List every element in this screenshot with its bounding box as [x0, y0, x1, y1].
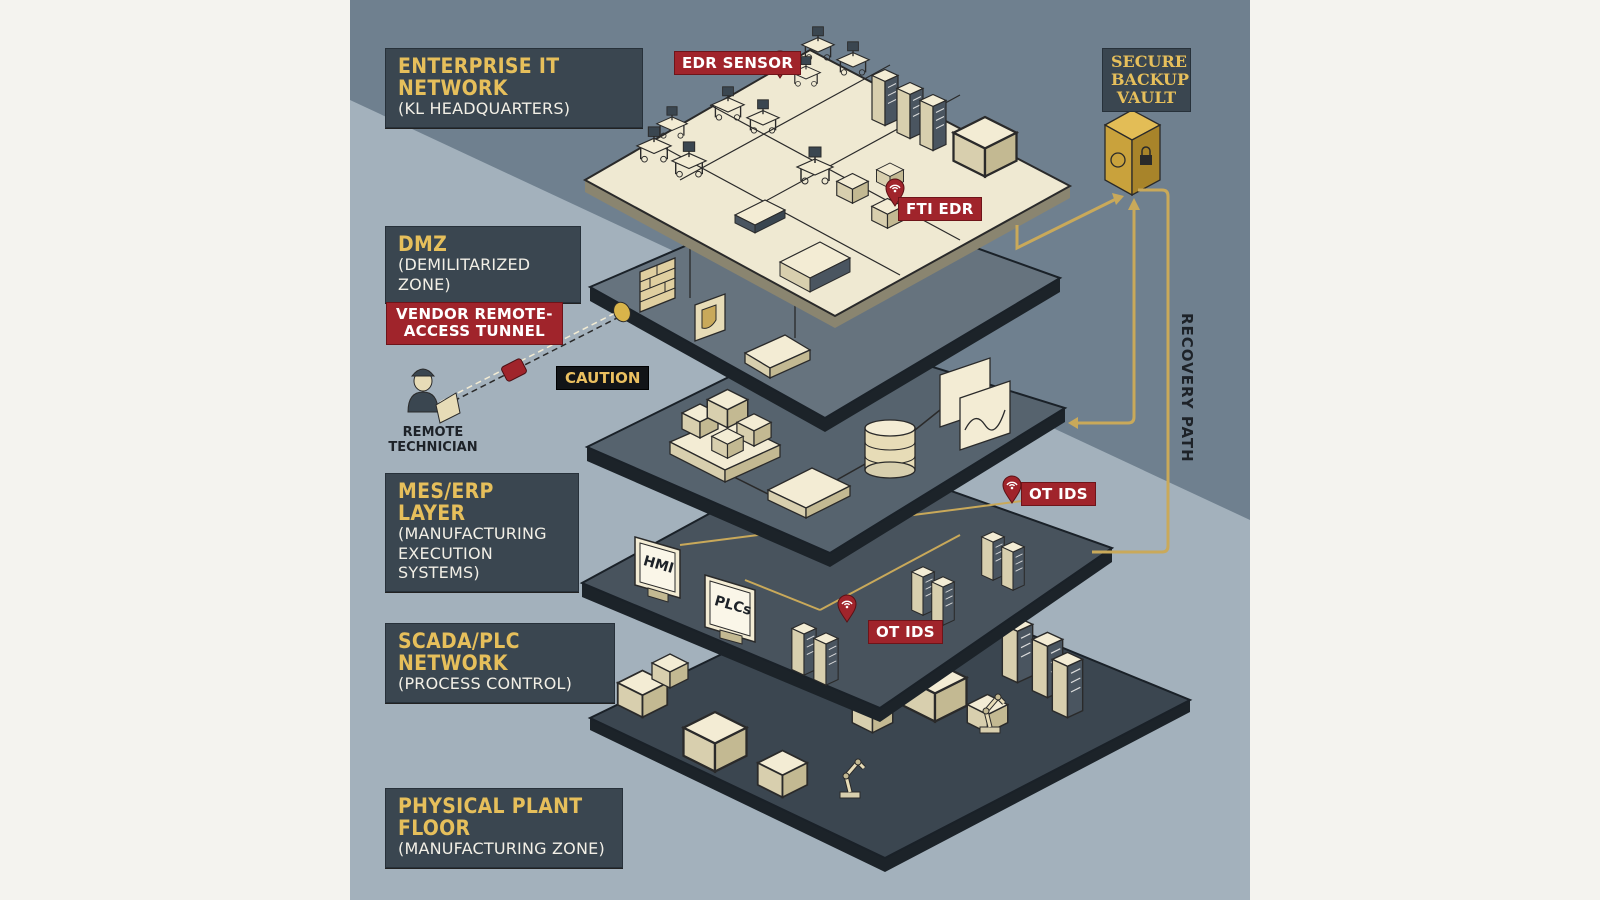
firewall-icon — [639, 257, 676, 313]
tag-vendor-tunnel: VENDOR REMOTE- ACCESS TUNNEL — [386, 302, 563, 345]
shield-icon — [694, 293, 726, 342]
network-diagram: ENTERPRISE IT NETWORK (KL HEADQUARTERS) … — [350, 0, 1250, 900]
tag-fti-edr: FTI EDR — [898, 197, 982, 221]
vendor-tunnel — [435, 301, 631, 411]
database-icon — [864, 419, 916, 479]
plate-mes — [584, 330, 1068, 567]
zone-label-dmz: DMZ (DEMILITARIZED ZONE) — [385, 226, 581, 304]
caution-badge: CAUTION — [556, 366, 650, 390]
vault-safe — [1103, 109, 1162, 197]
hmi-monitor — [634, 536, 681, 603]
tag-ot-ids-upper: OT IDS — [1021, 482, 1096, 506]
zone-label-plant: PHYSICAL PLANT FLOOR (MANUFACTURING ZONE… — [385, 788, 623, 868]
plate-enterprise — [582, 26, 1073, 328]
tag-ot-ids-lower: OT IDS — [868, 620, 943, 644]
vault-label: SECURE BACKUP VAULT — [1102, 48, 1191, 112]
recovery-path-label: RECOVERY PATH — [1178, 313, 1196, 463]
zone-label-mes: MES/ERP LAYER (MANUFACTURING EXECUTION S… — [385, 473, 579, 592]
plcs-monitor — [704, 573, 756, 645]
technician-label: REMOTE TECHNICIAN — [388, 425, 478, 455]
technician-figure — [407, 368, 461, 424]
recovery-path-lines — [1015, 188, 1170, 554]
zone-label-enterprise: ENTERPRISE IT NETWORK (KL HEADQUARTERS) — [385, 48, 643, 128]
zone-label-scada: SCADA/PLC NETWORK (PROCESS CONTROL) — [385, 623, 615, 703]
tag-edr-sensor: EDR SENSOR — [674, 51, 802, 75]
